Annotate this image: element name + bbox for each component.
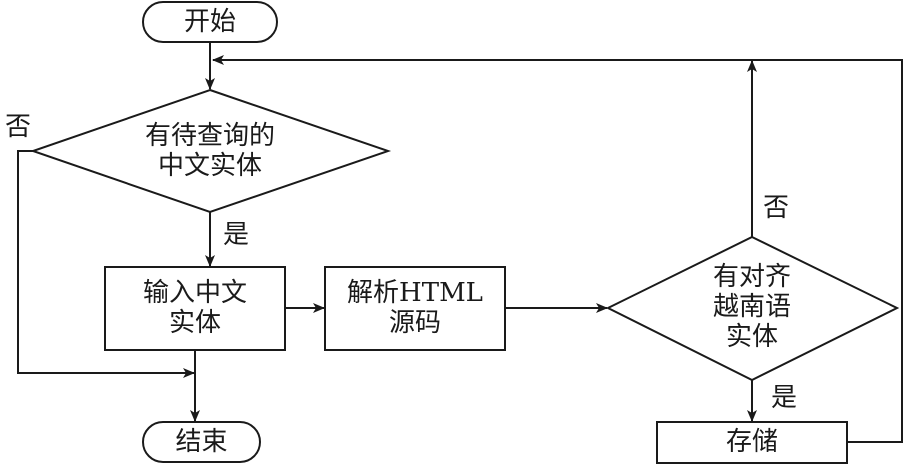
parse-html-box [324, 266, 506, 351]
store-label: 存储 [725, 427, 778, 457]
loop-back-line [212, 55, 903, 443]
end-label: 结束 [175, 427, 228, 457]
store-box [656, 421, 848, 464]
arrow-pending-no [17, 150, 195, 378]
end-terminal [142, 421, 261, 463]
pending-yes-label: 是 [222, 220, 249, 250]
input-entity-label: 输入中文 实体 [142, 278, 247, 338]
aligned-yes-label: 是 [770, 383, 797, 413]
pending-no-label: 否 [4, 112, 31, 142]
decision-pending-label: 有待查询的 中文实体 [144, 121, 275, 181]
decision-aligned-label: 有对齐 越南语 实体 [712, 262, 791, 352]
parse-html-label: 解析HTML 源码 [347, 278, 483, 338]
start-label: 开始 [183, 7, 236, 37]
aligned-no-label: 否 [762, 193, 789, 223]
